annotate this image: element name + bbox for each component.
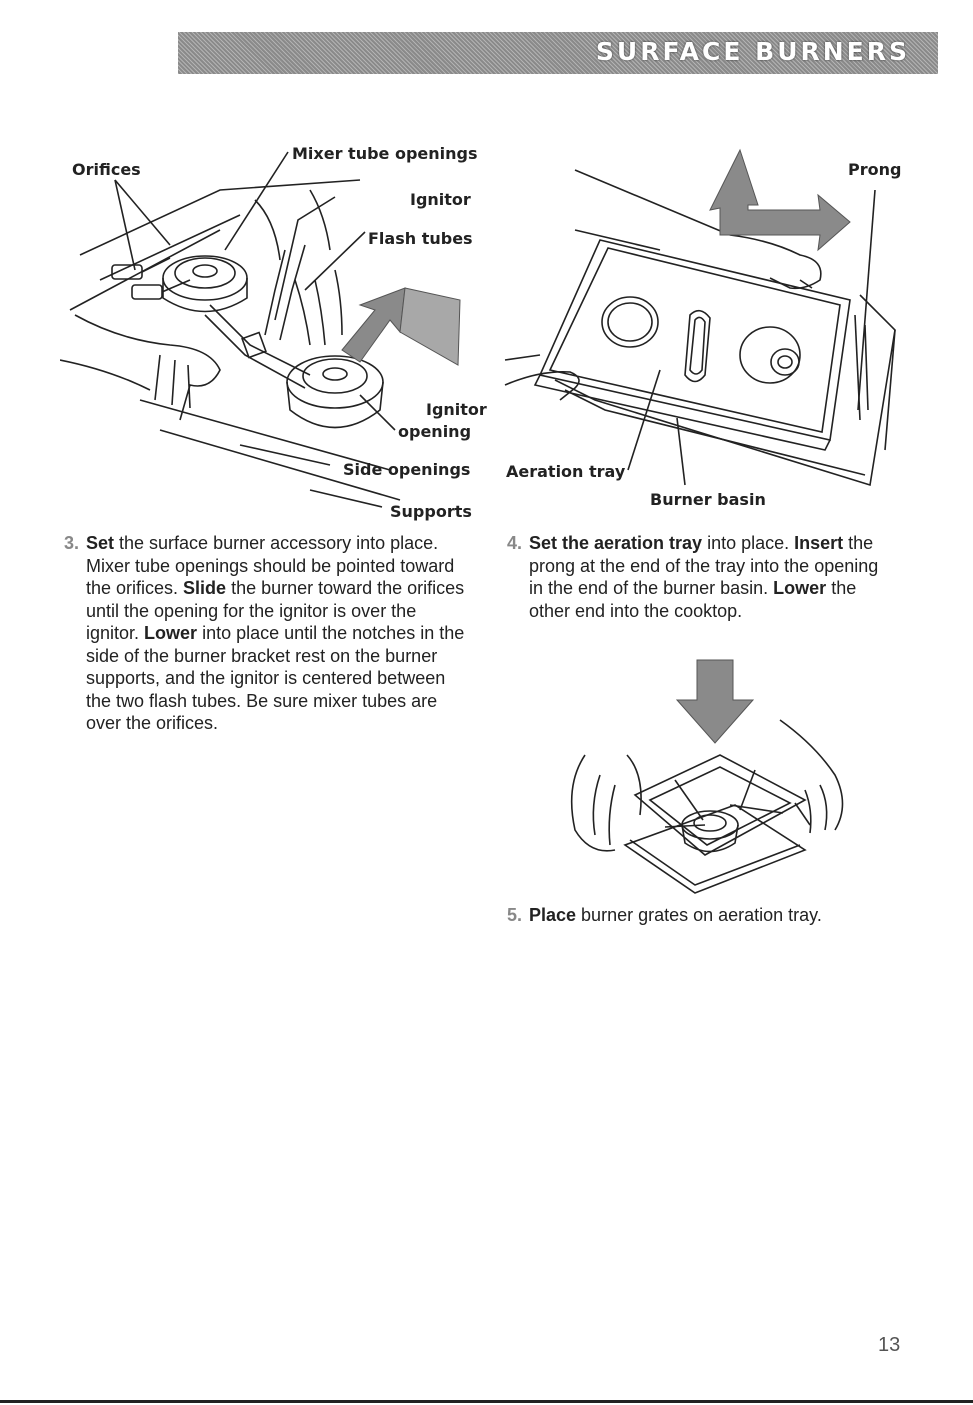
instruction-step-4: 4. Set the aeration tray into place. Ins… bbox=[529, 532, 889, 622]
down-arrow-icon bbox=[677, 660, 753, 743]
step-action: Set the aeration tray bbox=[529, 533, 702, 553]
callout-ignitor-opening-line1: Ignitor bbox=[426, 400, 487, 419]
aeration-tray-figure: Prong Aeration tray Burner basin bbox=[500, 140, 920, 515]
insert-arrow-icon bbox=[710, 150, 850, 250]
callout-prong: Prong bbox=[848, 160, 901, 179]
instruction-step-3: 3. Set the surface burner accessory into… bbox=[86, 532, 466, 735]
burner-assembly-figure: Mixer tube openings Orifices Ignitor Fla… bbox=[60, 140, 480, 525]
callout-mixer-tube-openings: Mixer tube openings bbox=[292, 144, 478, 163]
bottom-rule bbox=[0, 1400, 973, 1403]
step-action: Lower bbox=[773, 578, 826, 598]
callout-burner-basin: Burner basin bbox=[650, 490, 766, 509]
step-text: burner grates on aeration tray. bbox=[576, 905, 822, 925]
step-number: 5. bbox=[507, 904, 522, 927]
callout-orifices: Orifices bbox=[72, 160, 141, 179]
page-number: 13 bbox=[878, 1334, 900, 1357]
section-title: SURFACE BURNERS bbox=[596, 37, 910, 66]
step-action: Insert bbox=[794, 533, 843, 553]
callout-ignitor: Ignitor bbox=[410, 190, 471, 209]
burner-grate-illustration bbox=[555, 655, 865, 895]
callout-flash-tubes: Flash tubes bbox=[368, 229, 473, 248]
step-action: Place bbox=[529, 905, 576, 925]
step-action: Slide bbox=[183, 578, 226, 598]
step-action: Set bbox=[86, 533, 114, 553]
step-text: into place. bbox=[702, 533, 794, 553]
aeration-tray-illustration bbox=[500, 140, 920, 515]
step-number: 4. bbox=[507, 532, 522, 555]
step-action: Lower bbox=[144, 623, 197, 643]
callout-ignitor-opening-line2: opening bbox=[398, 422, 471, 441]
burner-grate-figure bbox=[555, 655, 865, 895]
step-number: 3. bbox=[64, 532, 79, 555]
push-arrow-icon bbox=[342, 288, 405, 362]
callout-aeration-tray: Aeration tray bbox=[506, 462, 625, 481]
section-header-band: SURFACE BURNERS bbox=[178, 32, 938, 74]
instruction-step-5: 5. Place burner grates on aeration tray. bbox=[529, 904, 909, 927]
callout-supports: Supports bbox=[390, 502, 472, 521]
callout-side-openings: Side openings bbox=[343, 460, 470, 479]
